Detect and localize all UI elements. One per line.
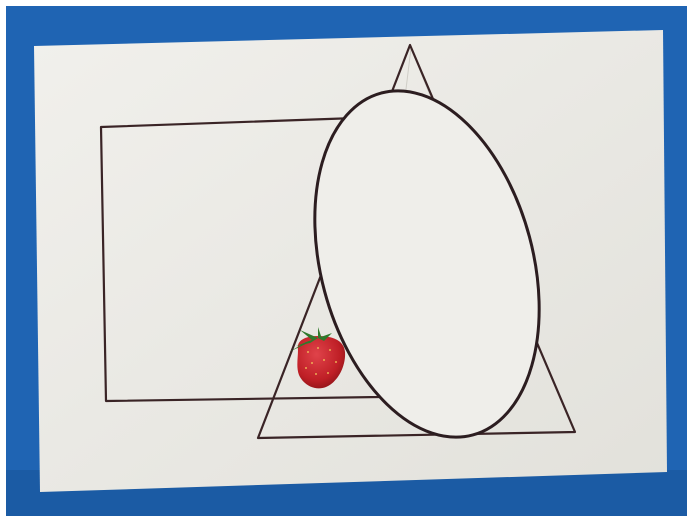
photo-scene	[0, 0, 691, 520]
scene-canvas	[0, 0, 691, 520]
